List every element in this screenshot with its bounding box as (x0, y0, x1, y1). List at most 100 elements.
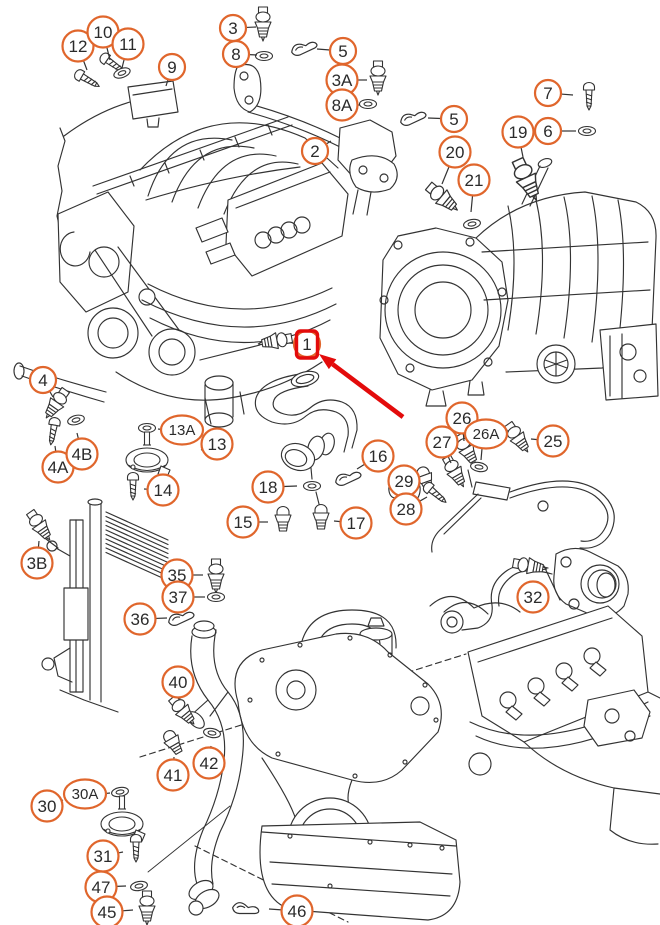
callout-8[interactable]: 8 (221, 39, 258, 69)
leader-line (427, 117, 442, 120)
callout-8A[interactable]: 8A (325, 88, 361, 122)
pointer-arrow-shaft (331, 362, 405, 419)
callout-number: 8 (231, 45, 240, 64)
leader-line (560, 93, 574, 96)
callout-circle (65, 437, 99, 471)
callout-40[interactable]: 40 (161, 665, 195, 700)
callout-circle (61, 29, 95, 63)
callout-5[interactable]: 5 (316, 36, 358, 66)
callout-circle (536, 424, 570, 458)
callout-27[interactable]: 27 (425, 425, 459, 464)
callout-5[interactable]: 5 (427, 104, 469, 134)
callout-3B[interactable]: 3B (20, 540, 54, 580)
callout-circle (111, 27, 145, 61)
sensor-part-icon (256, 329, 294, 353)
callout-4B[interactable]: 4B (65, 432, 99, 471)
callout-number: 37 (169, 588, 188, 607)
callout-circle (28, 365, 58, 395)
callout-42[interactable]: 42 (192, 745, 226, 780)
screw-part-icon (44, 416, 62, 447)
callout-17[interactable]: 17 (333, 506, 373, 540)
leader-line (121, 58, 125, 69)
callout-13[interactable]: 13 (200, 427, 234, 461)
callout-25[interactable]: 25 (530, 424, 570, 458)
callout-30A[interactable]: 30A (62, 778, 111, 810)
callout-circle (533, 78, 563, 108)
callout-number: 28 (397, 500, 416, 519)
callout-9[interactable]: 9 (157, 52, 187, 87)
callout-41[interactable]: 41 (156, 756, 190, 792)
engine-bottom-drawing (140, 566, 660, 922)
callout-14[interactable]: 14 (143, 473, 180, 507)
callout-21[interactable]: 21 (457, 163, 491, 213)
callout-11[interactable]: 11 (111, 27, 145, 69)
highlight-layer (294, 329, 405, 419)
callout-circle (325, 88, 359, 122)
callout-number: 10 (94, 23, 113, 42)
callout-circle (425, 425, 459, 459)
callout-circle (438, 135, 472, 169)
leader-line (82, 60, 88, 71)
callout-number: 18 (259, 478, 278, 497)
callout-number: 8A (332, 96, 353, 115)
callout-29[interactable]: 29 (387, 464, 421, 498)
callout-number: 40 (169, 673, 188, 692)
washer-part-icon (302, 480, 322, 492)
callout-circle (361, 439, 395, 473)
washer-part-icon (469, 460, 489, 474)
pointer-arrow-head-icon (319, 354, 337, 370)
plug-part-icon (274, 505, 292, 532)
callout-26A[interactable]: 26A (463, 418, 509, 461)
callout-46[interactable]: 46 (268, 894, 314, 925)
callout-18[interactable]: 18 (251, 470, 298, 504)
callout-number: 3B (27, 554, 48, 573)
callout-number: 36 (131, 610, 150, 629)
callout-2[interactable]: 2 (300, 136, 332, 166)
leader-line (356, 463, 366, 470)
callout-number: 20 (446, 143, 465, 162)
callout-19[interactable]: 19 (501, 115, 535, 158)
callout-3[interactable]: 3 (218, 13, 257, 43)
callout-7[interactable]: 7 (533, 78, 574, 108)
callout-circle (457, 163, 491, 197)
callout-circle (20, 546, 54, 580)
callout-number: 16 (369, 447, 388, 466)
callout-number: 6 (543, 122, 552, 141)
plug-part-icon (312, 503, 330, 530)
callout-32[interactable]: 32 (516, 580, 550, 614)
callout-4[interactable]: 4 (28, 365, 58, 398)
sensor-part-icon (138, 890, 156, 925)
callout-number: 4 (38, 371, 47, 390)
callout-number: 3A (332, 71, 353, 90)
callout-36[interactable]: 36 (123, 602, 168, 636)
callout-number: 27 (433, 433, 452, 452)
callout-31[interactable]: 31 (86, 839, 124, 873)
callout-15[interactable]: 15 (226, 505, 269, 539)
callout-number: 47 (92, 878, 111, 897)
callout-28[interactable]: 28 (389, 492, 428, 526)
screw-part-icon (129, 833, 143, 863)
washer-part-icon (129, 879, 149, 893)
callout-number: 14 (154, 481, 173, 500)
callout-6[interactable]: 6 (533, 116, 576, 146)
callout-26[interactable]: 26 (445, 401, 479, 442)
callout-30[interactable]: 30 (30, 789, 64, 823)
callout-number: 42 (200, 754, 219, 773)
callout-circle (300, 136, 330, 166)
callout-45[interactable]: 45 (90, 895, 134, 925)
callout-circle (339, 506, 373, 540)
leader-line (106, 46, 111, 61)
callout-20[interactable]: 20 (438, 135, 472, 185)
callout-circle (90, 895, 124, 925)
cooler-part-icon (125, 431, 171, 478)
highlight-box (294, 329, 320, 360)
callout-number: 5 (449, 110, 458, 129)
callout-13A[interactable]: 13A (157, 414, 205, 446)
callout-16[interactable]: 16 (356, 439, 395, 473)
callout-12[interactable]: 12 (61, 29, 95, 71)
callout-47[interactable]: 47 (84, 870, 127, 904)
callout-37[interactable]: 37 (161, 580, 206, 614)
plug-part-icon (159, 726, 187, 758)
